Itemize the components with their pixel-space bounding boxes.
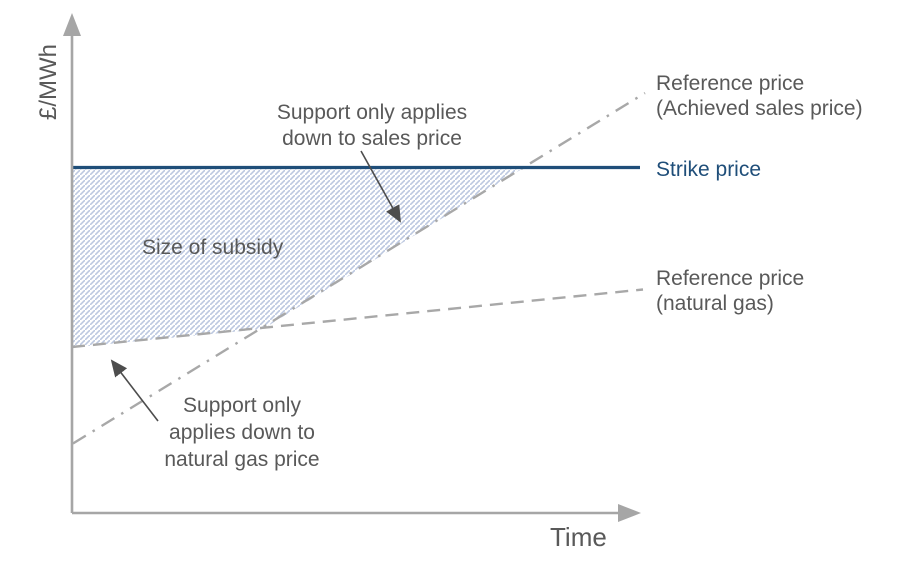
subsidy-hatch-area [72, 169, 521, 348]
reference-sales-line [72, 91, 646, 445]
strike-price-label: Strike price [656, 158, 762, 181]
annotation-support-sales: Support only applies down to sales price [276, 101, 468, 150]
x-axis-arrowhead-icon [618, 504, 641, 522]
subsidy-area-label: Size of subsidy [142, 236, 284, 259]
reference-gas-line [71, 288, 644, 349]
y-axis-arrowhead-icon [63, 13, 81, 36]
x-axis-label: Time [550, 522, 607, 552]
reference-sales-label: Reference price (Achieved sales price) [656, 72, 863, 120]
annotation-support-gas: Support only applies down to natural gas… [164, 394, 320, 471]
support-sales-arrow [360, 150, 401, 223]
y-axis-label: £/MWh [35, 44, 62, 121]
support-gas-arrow [110, 359, 159, 422]
reference-gas-label: Reference price (natural gas) [656, 267, 805, 315]
